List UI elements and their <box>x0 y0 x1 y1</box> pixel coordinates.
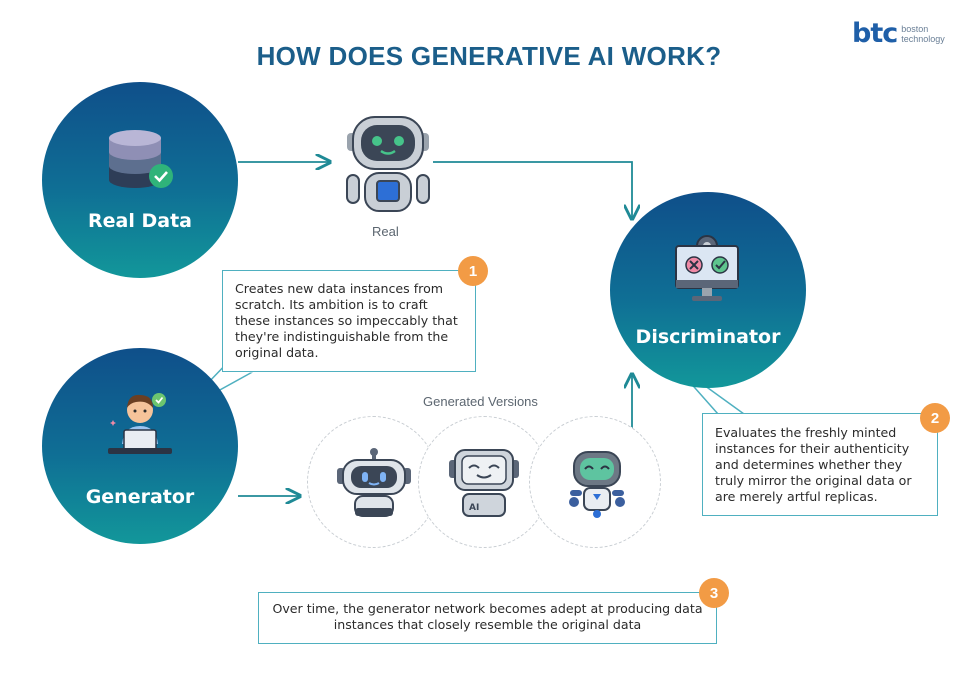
person-laptop-icon <box>108 393 172 454</box>
discriminator-description-text: Evaluates the freshly minted instances f… <box>715 425 912 504</box>
real-data-label: Real Data <box>88 210 192 232</box>
arrow-real-to-discriminator <box>433 161 632 219</box>
logo-mark: btc <box>852 18 898 49</box>
logo-line-2: technology <box>901 33 945 44</box>
generated-slot-1 <box>307 416 439 548</box>
logo-line-1: boston <box>901 23 929 34</box>
svg-text:AI: AI <box>469 503 479 513</box>
generator-label: Generator <box>85 486 195 508</box>
generated-robot-1-icon <box>337 448 411 517</box>
database-check-icon <box>109 130 173 188</box>
logo-text: boston technology <box>901 24 945 44</box>
step-badge-1: 1 <box>458 256 488 286</box>
discriminator-node: Discriminator <box>610 192 806 388</box>
generated-robot-3-icon <box>569 451 625 518</box>
generated-versions-caption: Generated Versions <box>423 394 538 409</box>
page-title: HOW DOES GENERATIVE AI WORK? <box>256 41 722 71</box>
real-caption: Real <box>372 224 399 239</box>
monitor-check-cross-icon <box>675 235 739 301</box>
discriminator-description-box: Evaluates the freshly minted instances f… <box>702 413 938 516</box>
generator-description-box: Creates new data instances from scratch.… <box>222 270 476 372</box>
overtime-description-box: Over time, the generator network becomes… <box>258 592 717 644</box>
discriminator-label: Discriminator <box>635 326 781 348</box>
step-badge-2: 2 <box>920 403 950 433</box>
step-badge-3: 3 <box>699 578 729 608</box>
real-data-node: Real Data <box>42 82 238 278</box>
generated-robot-2-icon: AI <box>449 449 519 517</box>
generator-description-text: Creates new data instances from scratch.… <box>235 281 458 360</box>
real-robot-icon <box>346 116 430 212</box>
overtime-description-text: Over time, the generator network becomes… <box>272 601 703 632</box>
generator-node: Generator <box>42 348 238 544</box>
btc-logo: btc boston technology <box>852 20 945 47</box>
